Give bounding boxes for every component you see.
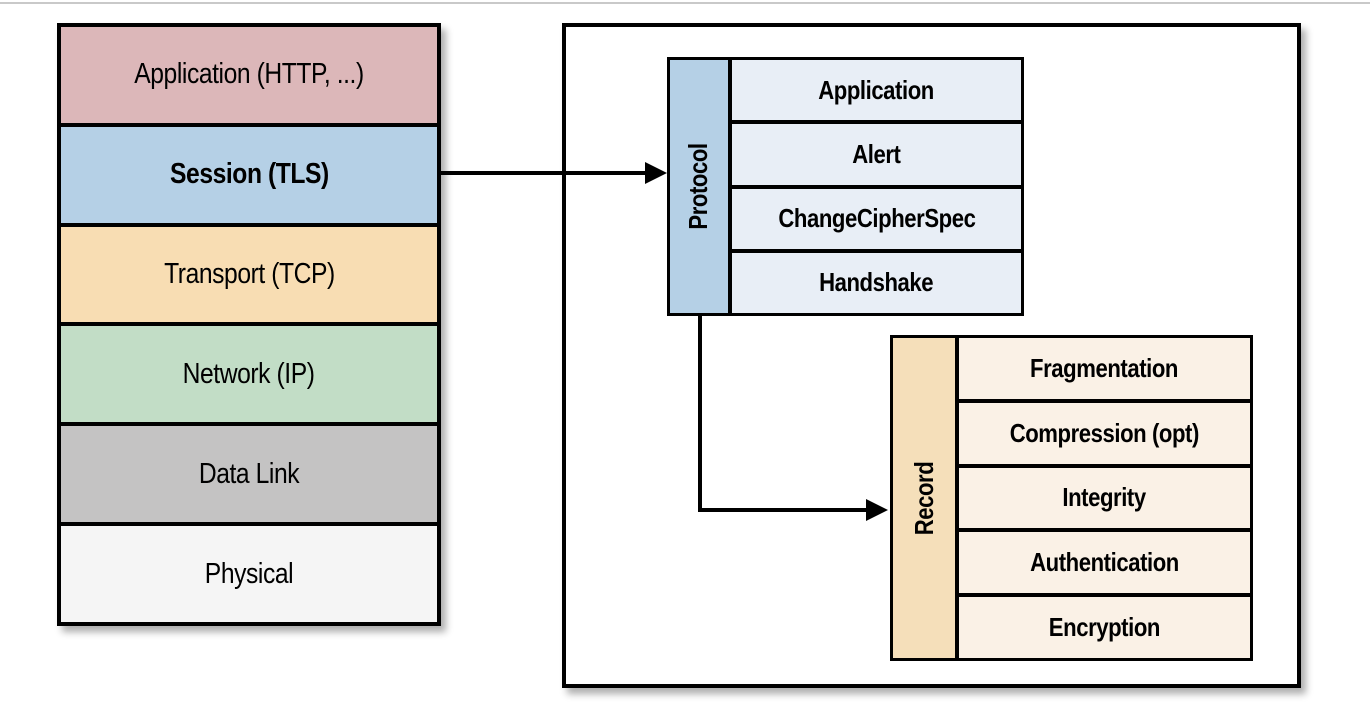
record-row-authentication-label: Authentication: [1030, 547, 1179, 578]
record-row-authentication: Authentication: [959, 532, 1250, 598]
record-row-fragmentation: Fragmentation: [959, 338, 1250, 403]
arrow-protocol-to-record-head-icon: [866, 499, 888, 521]
record-side-strip: Record: [893, 338, 959, 658]
page-top-divider: [0, 2, 1370, 4]
protocol-row-alert-label: Alert: [852, 138, 901, 169]
record-row-compression: Compression (opt): [959, 402, 1250, 468]
record-box: Record Fragmentation Compression (opt) I…: [890, 335, 1253, 661]
layer-transport-label: Transport (TCP): [163, 258, 335, 291]
record-row-fragmentation-label: Fragmentation: [1030, 352, 1179, 383]
protocol-row-application: Application: [732, 60, 1021, 125]
record-row-encryption: Encryption: [959, 597, 1250, 658]
layer-network: Network (IP): [61, 326, 437, 427]
arrow-session-to-protocol-line: [441, 171, 646, 175]
layer-application-label: Application (HTTP, ...): [134, 58, 364, 91]
record-row-encryption-label: Encryption: [1048, 612, 1161, 643]
osi-layer-stack: Application (HTTP, ...) Session (TLS) Tr…: [57, 23, 441, 626]
protocol-row-alert: Alert: [732, 124, 1021, 189]
layer-application: Application (HTTP, ...): [61, 27, 437, 127]
protocol-side-label: Protocol: [683, 143, 714, 230]
arrow-session-to-protocol-head-icon: [645, 162, 667, 184]
record-rows: Fragmentation Compression (opt) Integrit…: [959, 338, 1250, 658]
layer-physical-label: Physical: [204, 557, 294, 590]
layer-network-label: Network (IP): [183, 357, 315, 390]
layer-datalink-label: Data Link: [198, 457, 300, 490]
protocol-side-strip: Protocol: [670, 60, 732, 313]
protocol-row-application-label: Application: [818, 74, 935, 105]
layer-physical: Physical: [61, 526, 437, 622]
protocol-row-changecipherspec-label: ChangeCipherSpec: [777, 203, 976, 234]
record-row-integrity-label: Integrity: [1062, 482, 1147, 513]
layer-session-tls: Session (TLS): [61, 126, 437, 227]
record-side-label: Record: [908, 461, 939, 535]
protocol-row-handshake: Handshake: [732, 252, 1021, 313]
protocol-rows: Application Alert ChangeCipherSpec Hands…: [732, 60, 1021, 313]
layer-transport: Transport (TCP): [61, 226, 437, 327]
layer-datalink: Data Link: [61, 426, 437, 527]
arrow-protocol-to-record-vertical-line: [698, 316, 702, 512]
protocol-row-changecipherspec: ChangeCipherSpec: [732, 188, 1021, 253]
protocol-row-handshake-label: Handshake: [819, 267, 934, 298]
record-row-compression-label: Compression (opt): [1009, 417, 1200, 448]
record-row-integrity: Integrity: [959, 467, 1250, 533]
arrow-protocol-to-record-horizontal-line: [698, 508, 868, 512]
protocol-box: Protocol Application Alert ChangeCipherS…: [667, 57, 1024, 316]
layer-session-tls-label: Session (TLS): [169, 158, 329, 191]
